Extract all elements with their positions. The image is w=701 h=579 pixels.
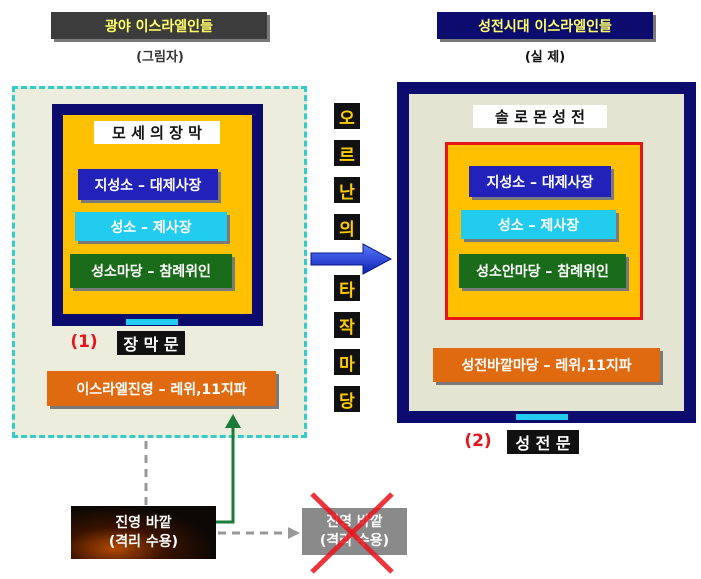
temple-holy-of-holies-label: 지성소 – 대제사장 <box>469 166 611 197</box>
temple-outer-court-label: 성전바깥마당 – 레위,11지파 <box>433 348 660 382</box>
temple-holy-place-label: 성소 – 제사장 <box>461 210 616 239</box>
arrow-right-icon <box>310 243 393 275</box>
middle-char-7: 마 <box>334 349 360 375</box>
temple-gate-bar <box>516 414 568 420</box>
middle-char-6: 작 <box>334 312 360 338</box>
right-subtitle: (실 제) <box>524 49 566 65</box>
middle-char-2: 르 <box>334 140 360 166</box>
left-title: 광야 이스라엘인들 <box>51 12 267 39</box>
tabernacle-gate-bar <box>126 319 178 325</box>
temple-gate-label: 성 전 문 <box>507 430 579 454</box>
outside-camp-line2: (격리 수용) <box>108 533 179 550</box>
middle-char-3: 난 <box>334 177 360 203</box>
holy-of-holies-label: 지성소 – 대제사장 <box>78 169 218 200</box>
temple-title: 솔 로 몬 성 전 <box>473 105 607 128</box>
middle-char-1: 오 <box>334 103 360 129</box>
courtyard-label: 성소마당 – 참례위인 <box>70 254 232 288</box>
outside-camp-line1: 진영 바깥 <box>115 514 172 531</box>
cross-out-icon <box>310 492 394 574</box>
middle-char-5: 타 <box>334 275 360 301</box>
holy-place-label: 성소 – 제사장 <box>75 212 227 241</box>
number-1: (1) <box>70 332 98 352</box>
number-2: (2) <box>464 431 492 451</box>
temple-courtyard-label: 성소안마당 – 참례위인 <box>459 254 626 288</box>
left-subtitle: (그림자) <box>136 49 184 65</box>
middle-char-8: 당 <box>334 386 360 412</box>
outside-camp-box: 진영 바깥 (격리 수용) <box>71 506 216 559</box>
middle-char-4: 의 <box>334 214 360 240</box>
israel-camp-label: 이스라엘진영 – 레위,11지파 <box>47 371 276 406</box>
tabernacle-title: 모 세 의 장 막 <box>94 121 220 144</box>
tabernacle-gate-label: 장 막 문 <box>117 331 185 355</box>
right-title: 성전시대 이스라엘인들 <box>437 12 653 39</box>
